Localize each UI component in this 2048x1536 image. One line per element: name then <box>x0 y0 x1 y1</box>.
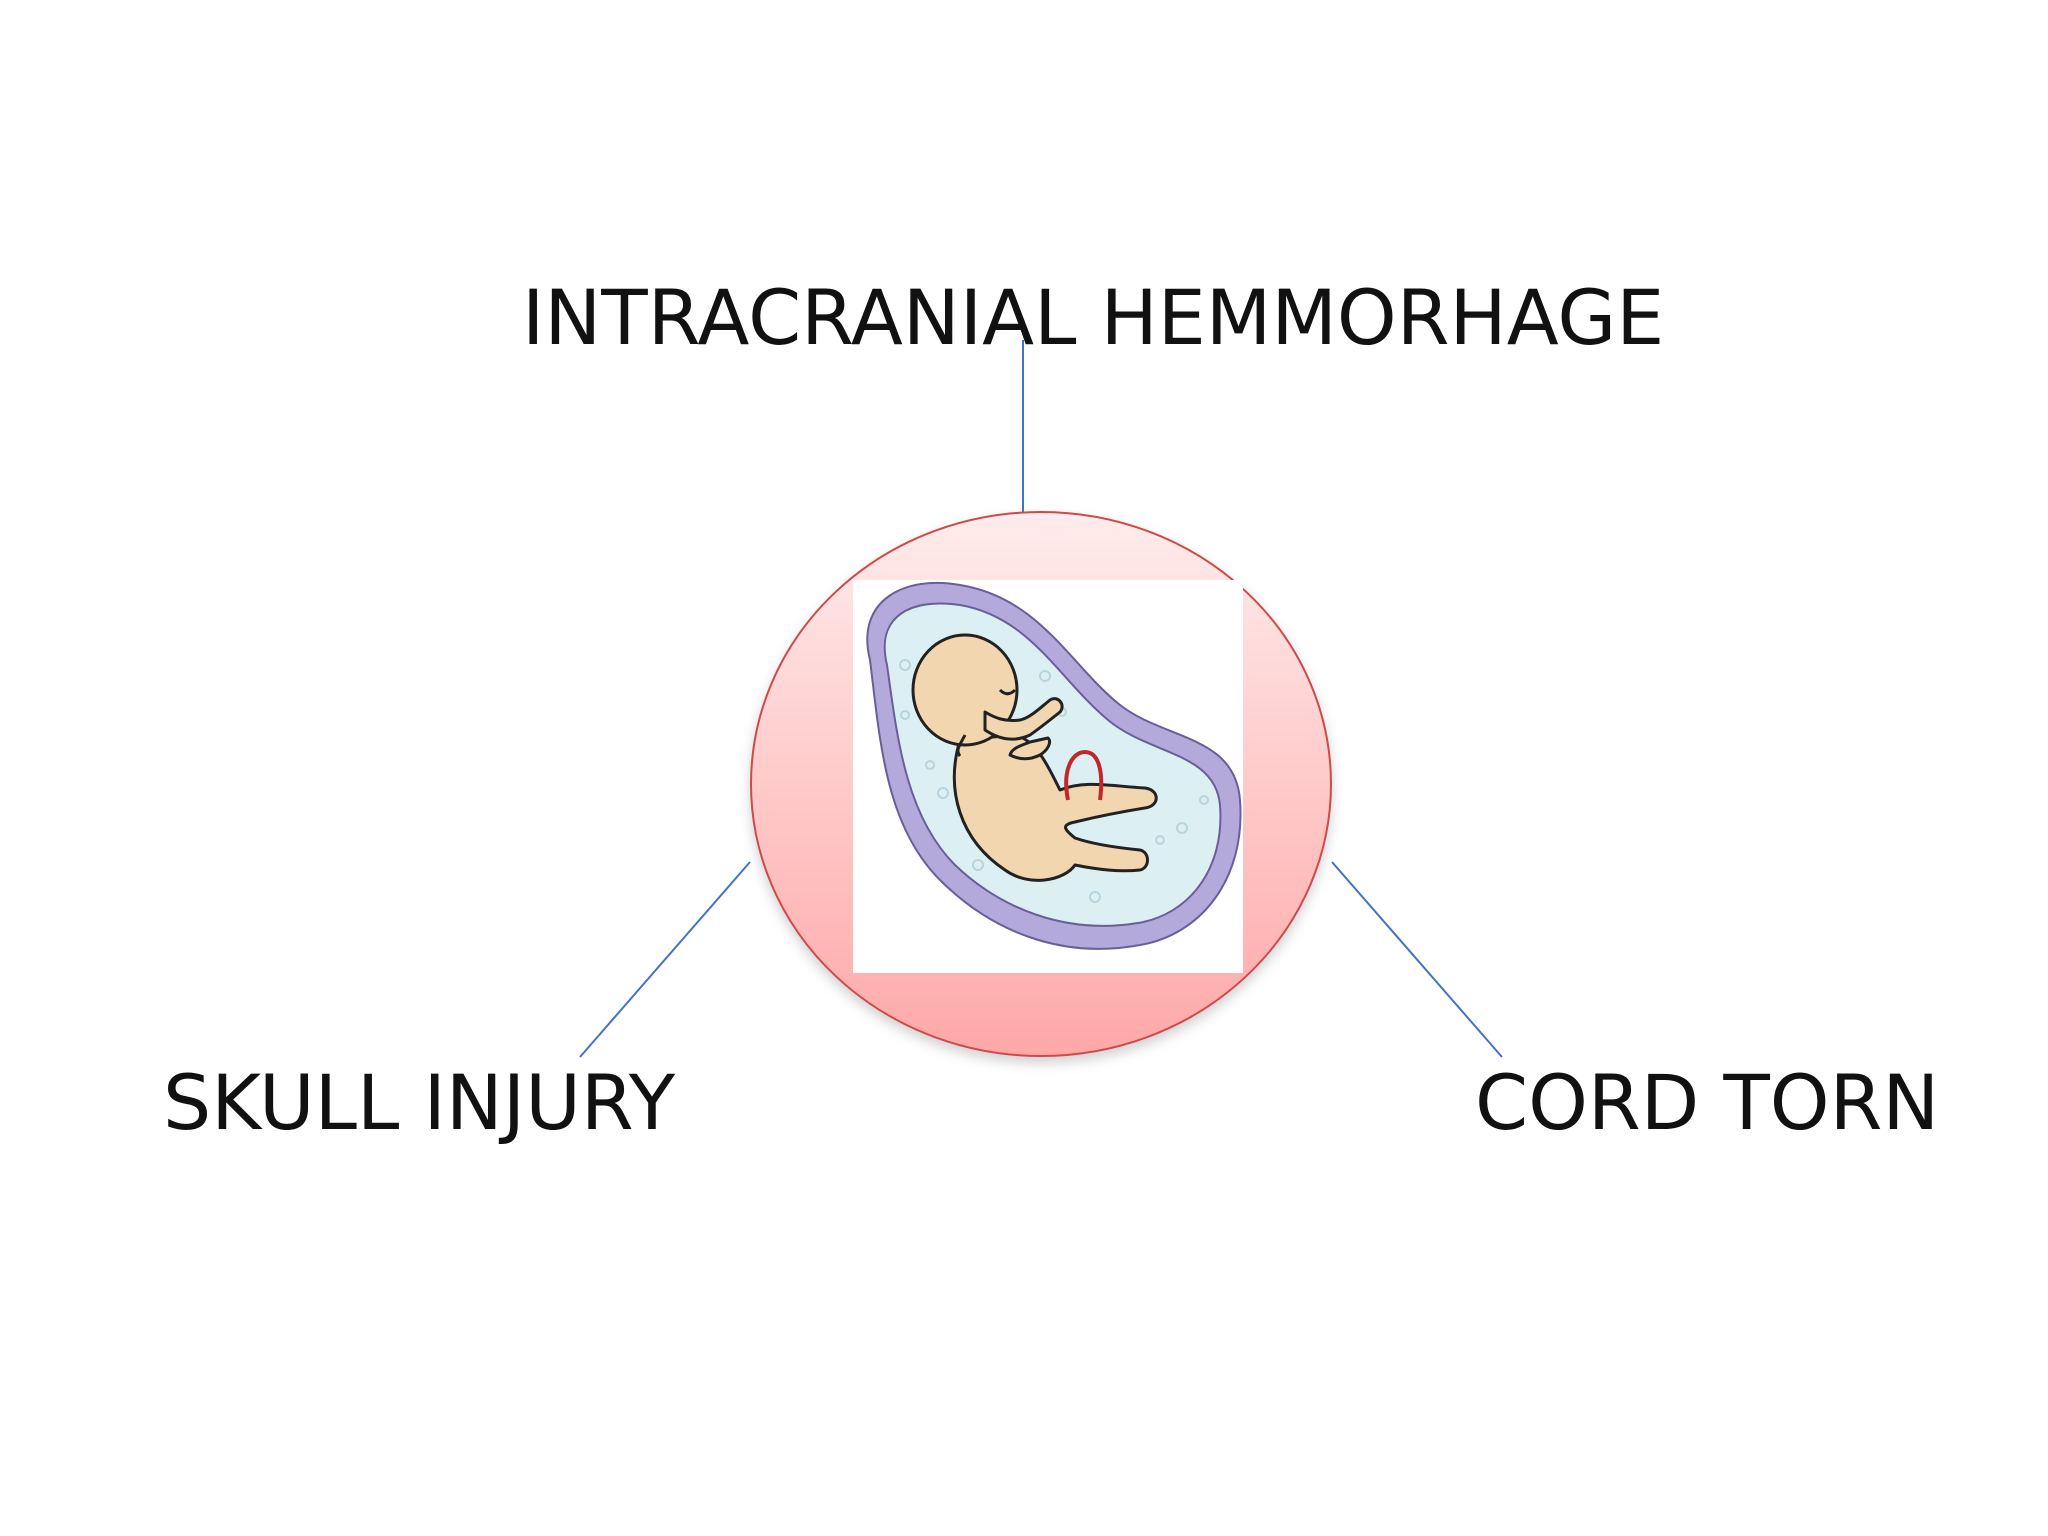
connector-line-left <box>579 861 751 1058</box>
label-intracranial-hemorrhage: INTRACRANIAL HEMMORHAGE <box>522 273 1665 362</box>
label-skull-injury: SKULL INJURY <box>163 1058 676 1147</box>
label-cord-torn: CORD TORN <box>1475 1058 1940 1147</box>
connector-line-right <box>1331 861 1503 1058</box>
fetus-in-womb-icon <box>853 580 1243 973</box>
